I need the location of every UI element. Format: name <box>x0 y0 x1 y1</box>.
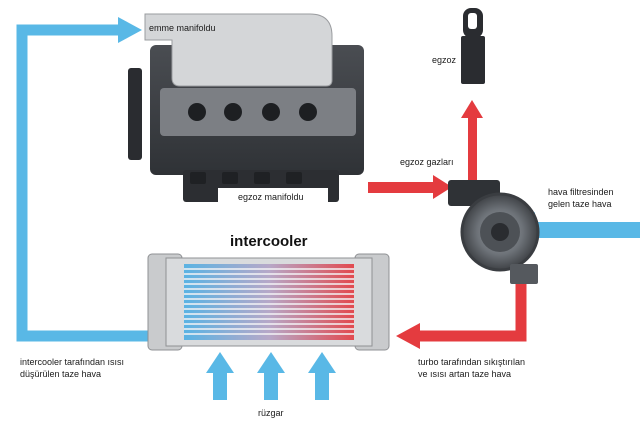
exhaust-gas-arrowhead <box>433 175 452 199</box>
compressed-air-label-line2: ve ısısı artan taze hava <box>418 369 512 379</box>
wind-label: rüzgar <box>258 408 284 418</box>
compressed-air-arrowhead <box>396 323 420 349</box>
engine-pulley <box>128 68 142 160</box>
exhaust-manifold-label: egzoz manifoldu <box>238 192 304 202</box>
fresh-air-inlet <box>532 222 640 238</box>
exhaust-gases-label: egzoz gazları <box>400 157 454 167</box>
wind-arrows <box>206 352 336 400</box>
fresh-air-label-line1: hava filtresinden <box>548 187 614 197</box>
intake-manifold-label: emme manifoldu <box>149 23 216 33</box>
exhaust-gas-flow <box>368 182 436 193</box>
turbo-hub <box>491 223 509 241</box>
compressed-air-label-line1: turbo tarafından sıkıştırılan <box>418 357 526 367</box>
exhaust-label: egzoz <box>432 55 457 65</box>
fresh-air-label-line2: gelen taze hava <box>548 199 612 209</box>
intercooler-title: intercooler <box>230 233 308 250</box>
cylinder-ports <box>188 103 317 121</box>
intake-manifold <box>144 13 333 87</box>
exhaust-arrowhead <box>461 100 483 118</box>
cooled-air-label-line1: intercooler tarafından ısısı <box>20 357 125 367</box>
exhaust-pipes <box>190 172 302 184</box>
intercooler-fins <box>184 268 354 335</box>
exhaust-manifold <box>218 188 328 206</box>
cooled-air-path <box>16 24 150 342</box>
compressed-air-path <box>418 282 527 342</box>
intercooler-core <box>184 264 354 340</box>
exhaust-tip <box>461 8 485 84</box>
cooled-air-arrowhead <box>118 17 142 43</box>
intercooler <box>147 253 390 351</box>
valve-cover <box>160 88 356 136</box>
engine <box>128 13 364 206</box>
turbo-outlet <box>510 264 538 284</box>
turbocharger <box>448 180 540 284</box>
exhaust-outlet <box>468 115 477 181</box>
cooled-air-label-line2: düşürülen taze hava <box>20 369 102 379</box>
